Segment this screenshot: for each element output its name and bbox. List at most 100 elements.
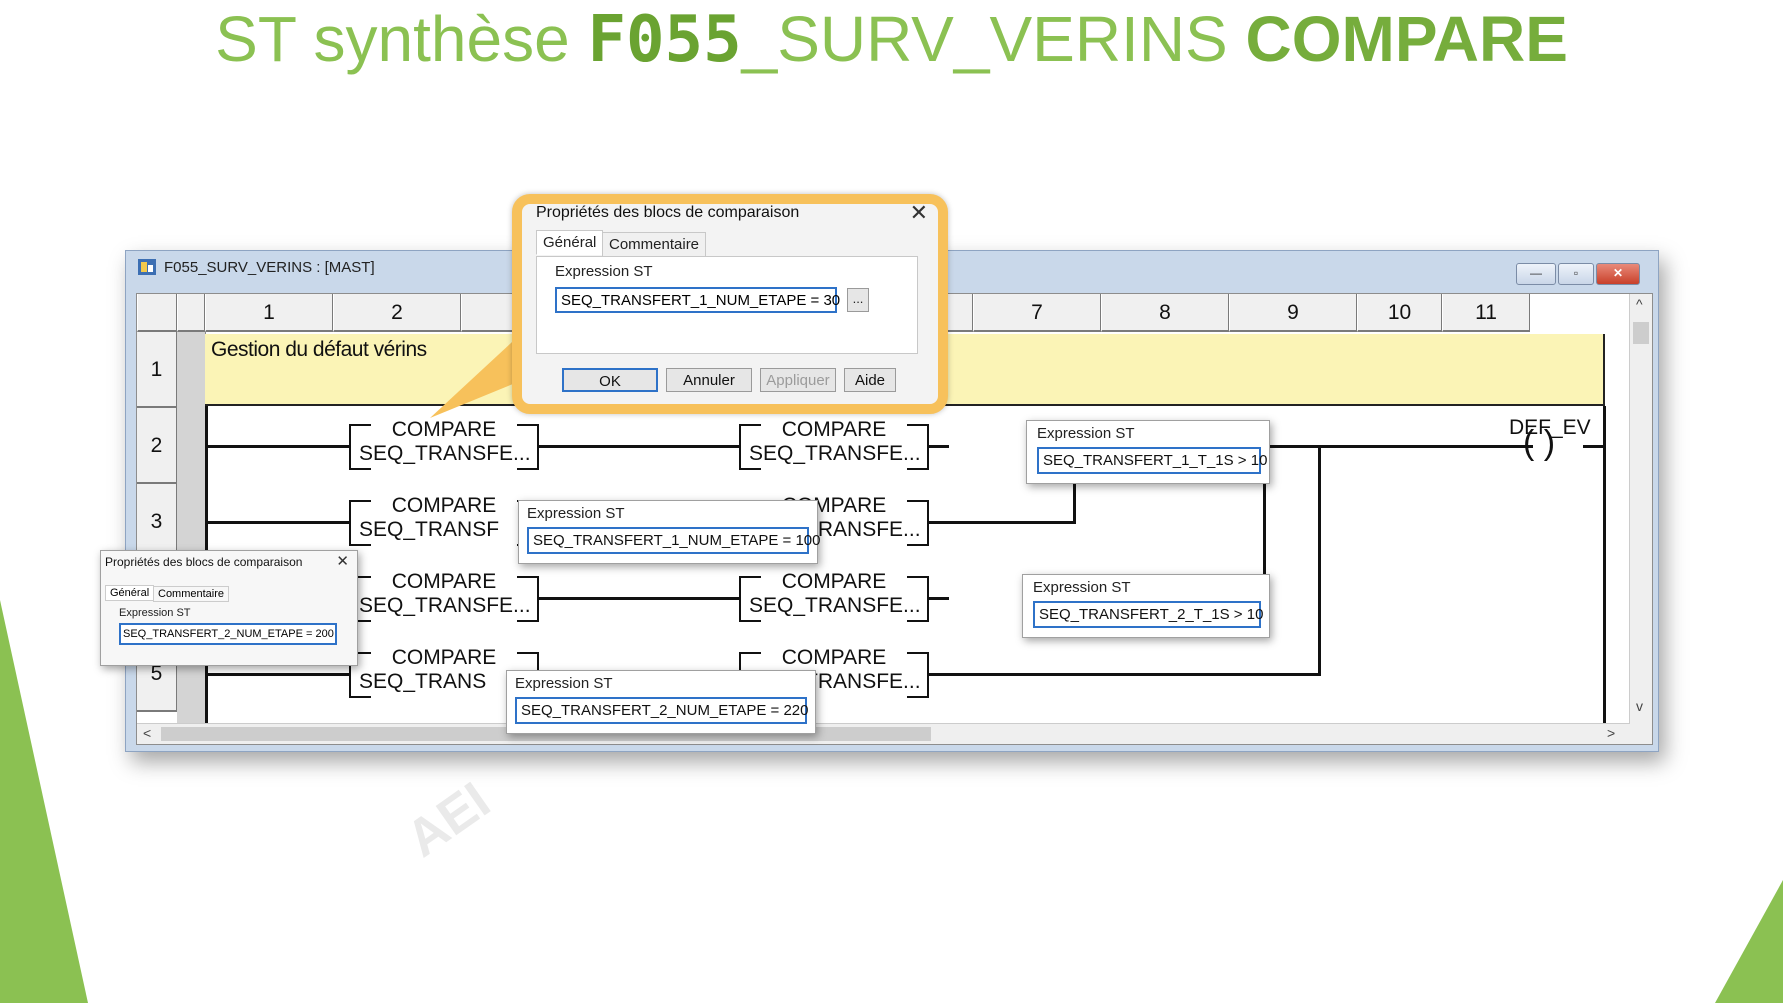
cancel-button[interactable]: Annuler — [666, 368, 752, 392]
expression-popup: Expression ST SEQ_TRANSFERT_1_NUM_ETAPE … — [518, 500, 820, 564]
block-type: COMPARE — [391, 646, 497, 669]
tab-body: Expression ST SEQ_TRANSFERT_1_NUM_ETAPE … — [536, 256, 918, 354]
comment-text: Gestion du défaut vérins — [211, 338, 427, 361]
right-green-decoration — [1715, 880, 1783, 1003]
vertical-scroll-thumb[interactable] — [1633, 322, 1649, 344]
expression-popup-input[interactable]: SEQ_TRANSFERT_1_NUM_ETAPE = 100 — [527, 527, 820, 554]
close-button[interactable]: ✕ — [1596, 263, 1640, 285]
left-gutter — [177, 332, 206, 744]
coil-symbol[interactable]: ( ) — [1523, 424, 1556, 462]
expression-popup: Expression ST SEQ_TRANSFERT_2_NUM_ETAPE … — [506, 670, 816, 734]
block-expr: SEQ_TRANSFE... — [359, 442, 531, 465]
wire — [1263, 445, 1266, 600]
expression-popup-label: Expression ST — [1033, 579, 1131, 596]
compare-properties-dialog: Propriétés des blocs de comparaison ✕ Gé… — [512, 194, 948, 414]
small-tab-comment[interactable]: Commentaire — [153, 586, 230, 602]
expr-input[interactable]: SEQ_TRANSFERT_1_NUM_ETAPE = 30 — [555, 287, 840, 313]
block-type: COMPARE — [391, 570, 497, 593]
wire — [927, 597, 949, 600]
wire — [1583, 445, 1605, 448]
small-tab-general[interactable]: Général — [105, 585, 155, 601]
col-header[interactable]: 7 — [973, 294, 1101, 332]
scroll-up-icon[interactable]: ^ — [1636, 296, 1643, 312]
col-header[interactable]: 11 — [1442, 294, 1530, 332]
col-header[interactable]: 9 — [1229, 294, 1357, 332]
block-expr: SEQ_TRANSFE... — [359, 594, 531, 617]
col-header[interactable]: 8 — [1101, 294, 1229, 332]
block-expr: SEQ_TRANSFE... — [749, 594, 921, 617]
small-dialog-close-icon[interactable]: ✕ — [336, 553, 349, 570]
expression-popup-input[interactable]: SEQ_TRANSFERT_2_T_1S > 10 — [1033, 601, 1263, 628]
expression-popup-label: Expression ST — [1037, 425, 1135, 442]
block-type: COMPARE — [781, 570, 887, 593]
title-part4: COMPARE — [1245, 3, 1568, 75]
expression-popup-input[interactable]: SEQ_TRANSFERT_1_T_1S > 10 — [1037, 447, 1267, 474]
wire — [927, 445, 949, 448]
tab-comment[interactable]: Commentaire — [602, 232, 707, 257]
wire — [1318, 445, 1321, 676]
row-header[interactable]: 1 — [137, 332, 177, 408]
horizontal-scrollbar[interactable]: < > — [137, 723, 1630, 744]
scroll-left-icon[interactable]: < — [143, 725, 152, 741]
ok-button[interactable]: OK — [562, 368, 658, 392]
block-type: COMPARE — [781, 418, 887, 441]
small-dialog-title: Propriétés des blocs de comparaison — [105, 555, 303, 569]
expression-popup-label: Expression ST — [527, 505, 625, 522]
small-expr-label: Expression ST — [119, 607, 191, 619]
expr-label: Expression ST — [555, 263, 653, 280]
wire — [927, 673, 1321, 676]
block-expr: SEQ_TRANS — [359, 670, 487, 693]
block-type: COMPARE — [391, 418, 497, 441]
window-titlebar[interactable]: F055_SURV_VERINS : [MAST] — ▫ ✕ — [126, 251, 1658, 285]
slide-title: ST synthèse F055_SURV_VERINS COMPARE — [0, 2, 1783, 77]
scroll-down-icon[interactable]: v — [1636, 698, 1643, 714]
grid-corner-2 — [177, 294, 205, 332]
wire — [1073, 464, 1076, 524]
row-header[interactable]: 3 — [137, 484, 177, 560]
small-expr-input[interactable]: SEQ_TRANSFERT_2_NUM_ETAPE = 200 — [119, 623, 337, 645]
row-header[interactable]: 2 — [137, 408, 177, 484]
dialog-title: Propriétés des blocs de comparaison — [536, 204, 800, 221]
wire — [537, 445, 739, 448]
expression-popup: Expression ST SEQ_TRANSFERT_2_T_1S > 10 — [1022, 574, 1270, 638]
block-type: COMPARE — [781, 646, 887, 669]
scroll-right-icon[interactable]: > — [1607, 725, 1616, 741]
help-button[interactable]: Aide — [844, 368, 896, 392]
watermark: AEI — [396, 771, 501, 869]
wire — [207, 673, 349, 676]
vertical-scrollbar[interactable]: ^ v — [1629, 294, 1652, 744]
expression-popup-input[interactable]: SEQ_TRANSFERT_2_NUM_ETAPE = 220 — [515, 697, 808, 724]
callout-pointer — [430, 330, 535, 418]
wire — [1263, 445, 1533, 448]
block-expr: SEQ_TRANSFE... — [749, 442, 921, 465]
col-header[interactable]: 10 — [1357, 294, 1442, 332]
col-header[interactable]: 2 — [333, 294, 461, 332]
right-power-rail — [1603, 406, 1606, 744]
maximize-button[interactable]: ▫ — [1558, 263, 1594, 285]
block-type: COMPARE — [391, 494, 497, 517]
title-part1: ST synthèse — [215, 3, 588, 75]
browse-button[interactable]: ... — [847, 288, 869, 312]
minimize-button[interactable]: — — [1516, 263, 1556, 285]
wire — [207, 521, 349, 524]
tab-general[interactable]: Général — [536, 230, 604, 255]
title-part3: _SURV_VERINS — [741, 3, 1246, 75]
dialog-close-icon[interactable]: ✕ — [909, 200, 928, 225]
small-properties-dialog: Propriétés des blocs de comparaison ✕ Gé… — [100, 550, 358, 666]
wire — [537, 597, 739, 600]
expression-popup-label: Expression ST — [515, 675, 613, 692]
expression-popup: Expression ST SEQ_TRANSFERT_1_T_1S > 10 — [1026, 420, 1270, 484]
col-header[interactable]: 1 — [205, 294, 333, 332]
title-part2: F055 — [587, 3, 742, 77]
block-expr: SEQ_TRANSF — [359, 518, 500, 541]
app-icon — [138, 259, 156, 275]
apply-button[interactable]: Appliquer — [760, 368, 836, 392]
coil-label: DEF_EV — [1509, 416, 1591, 439]
left-green-decoration — [0, 600, 88, 1003]
